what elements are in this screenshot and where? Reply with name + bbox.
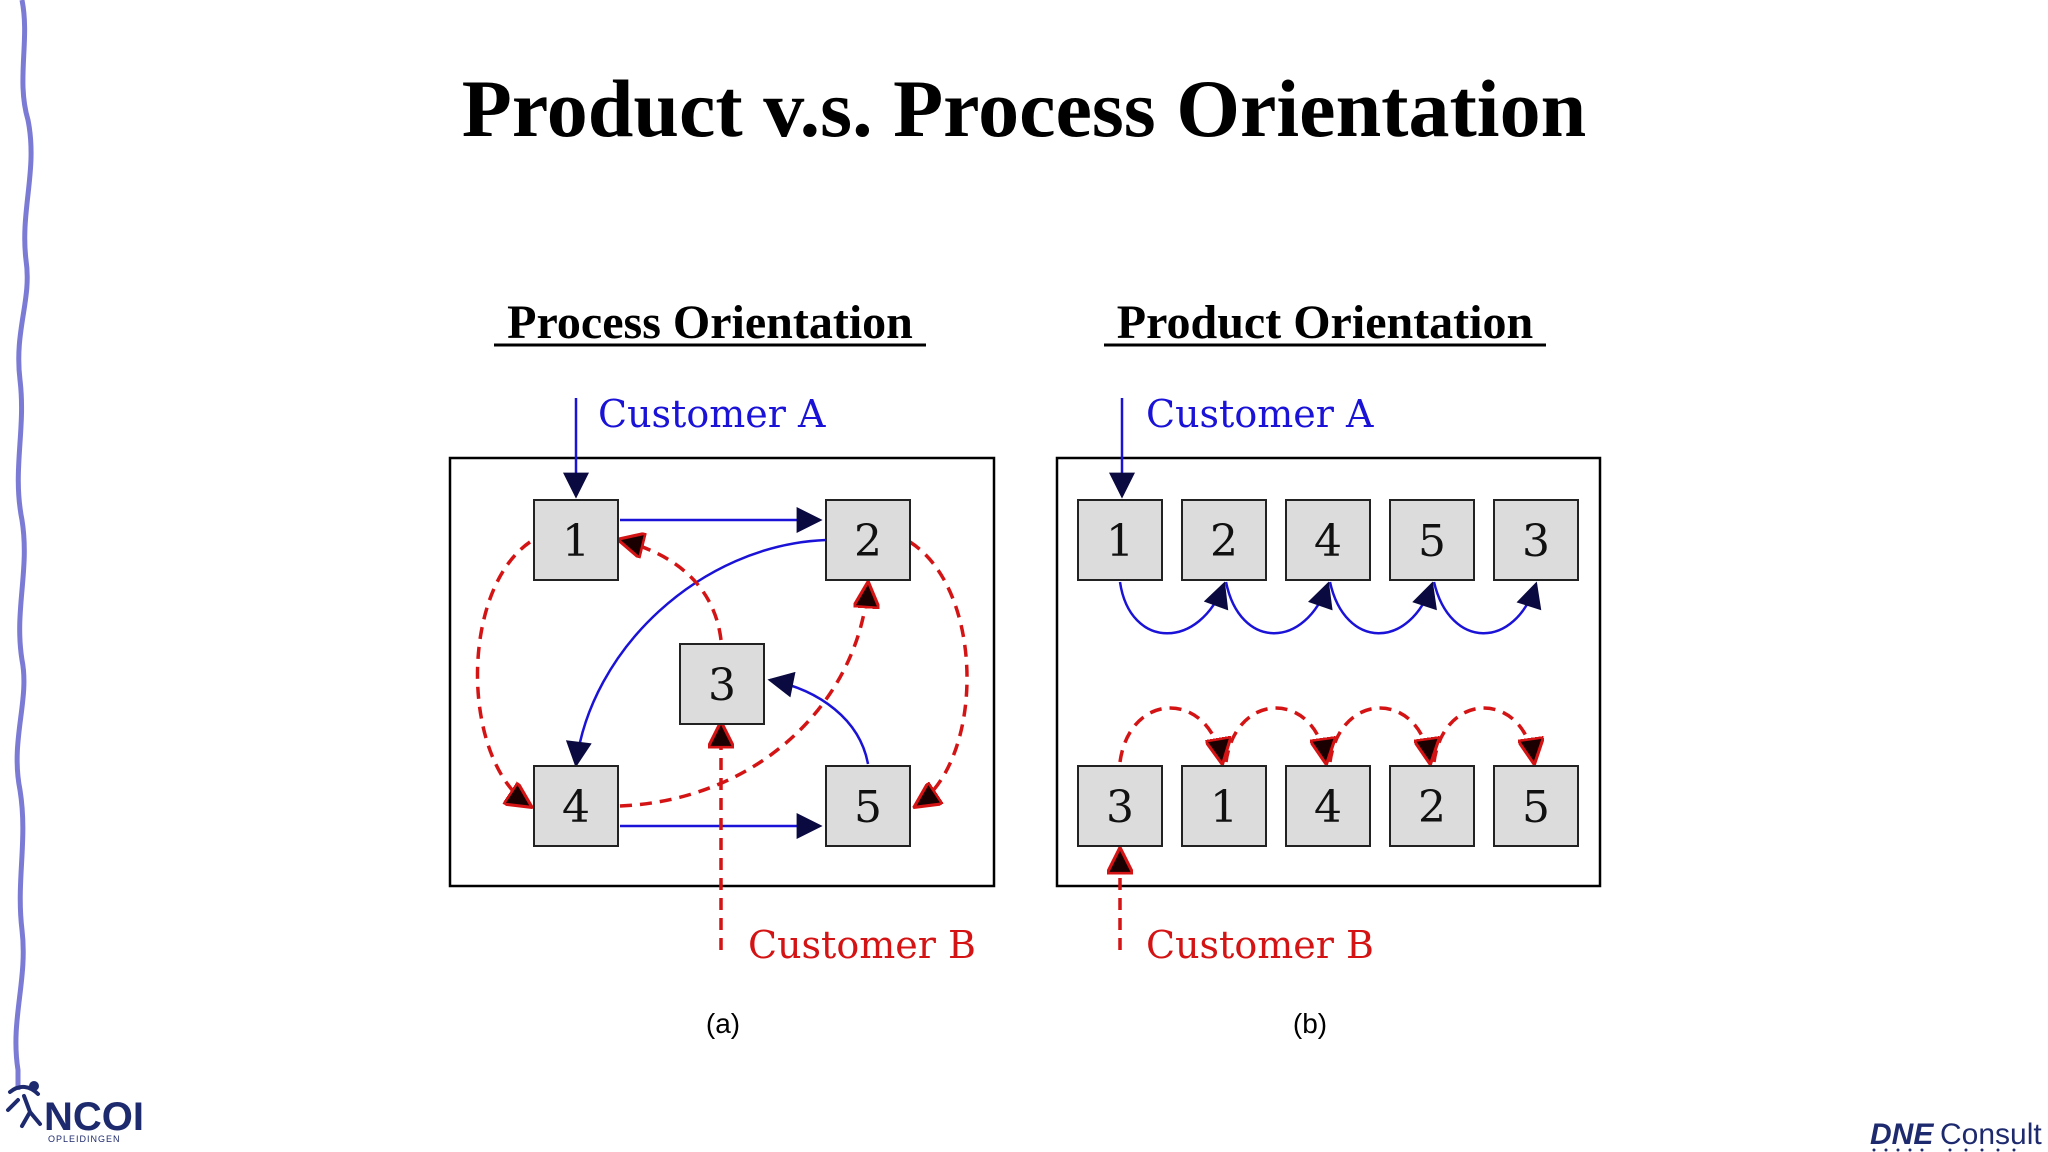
product-row-b-box-3-label: 4 [1314, 782, 1342, 833]
product-row-b-box-3: 4 [1285, 765, 1371, 847]
slide-title: Product v.s. Process Orientation [461, 63, 1587, 154]
process-customer-a-label: Customer A [598, 392, 826, 436]
process-box-3-label: 3 [708, 660, 736, 711]
product-flow-b-4 [1432, 706, 1534, 762]
product-row-a-box-2: 2 [1181, 499, 1267, 581]
product-row-b-box-2: 1 [1181, 765, 1267, 847]
product-row-a-box-4: 5 [1389, 499, 1475, 581]
product-flow-a-4 [1432, 581, 1542, 635]
process-caption: (a) [706, 1008, 740, 1039]
decorative-wavy-line [13, 0, 34, 1090]
product-orientation-heading: Product Orientation [1117, 296, 1533, 349]
dne-dots-icon [1872, 1148, 2016, 1152]
process-flow-1-to-4 [475, 540, 531, 806]
ncoi-logo: NCOI OPLEIDINGEN [6, 1081, 144, 1144]
process-customer-b-label: Customer B [748, 923, 976, 967]
product-caption: (b) [1293, 1008, 1327, 1039]
dne-logo-text: DNE [1870, 1118, 1934, 1151]
product-customer-b-label: Customer B [1146, 923, 1374, 967]
ncoi-logo-text: NCOI [44, 1095, 144, 1139]
product-frame [1055, 456, 1602, 888]
product-row-a-box-5-label: 3 [1522, 516, 1550, 567]
product-row-a-box-3: 4 [1285, 499, 1371, 581]
product-row-b-box-4: 2 [1389, 765, 1475, 847]
process-box-4: 4 [533, 765, 619, 847]
runner-figure-icon [6, 1085, 42, 1128]
product-row-b-box-5: 5 [1493, 765, 1579, 847]
product-row-a-box-2-label: 2 [1210, 516, 1238, 567]
product-row-b-box-1-label: 3 [1106, 782, 1134, 833]
dne-consult-logo: DNE Consult [1870, 1118, 2042, 1152]
product-customer-a-label: Customer A [1146, 392, 1374, 436]
product-flow-a-1 [1118, 581, 1229, 635]
process-flow-5-to-3 [767, 671, 870, 765]
product-row-a-box-1: 1 [1077, 499, 1163, 581]
product-row-a-box-4-label: 5 [1418, 516, 1446, 567]
product-row-b-box-4-label: 2 [1418, 782, 1446, 833]
product-flow-a-2 [1224, 581, 1333, 635]
process-box-1: 1 [533, 499, 619, 581]
product-row-b-box-1: 3 [1077, 765, 1163, 847]
ncoi-logo-subtext: OPLEIDINGEN [48, 1134, 121, 1144]
process-box-2: 2 [825, 499, 911, 581]
process-orientation-heading: Process Orientation [507, 296, 913, 349]
process-flow-2-to-5 [909, 540, 969, 806]
product-flow-b-2 [1224, 706, 1326, 762]
product-row-a-box-5: 3 [1493, 499, 1579, 581]
product-row-a-box-3-label: 4 [1314, 516, 1342, 567]
process-flow-2-to-4 [565, 538, 827, 768]
process-box-2-label: 2 [854, 516, 882, 567]
product-flow-a-3 [1328, 581, 1437, 635]
process-box-5: 5 [825, 765, 911, 847]
process-box-3: 3 [679, 643, 765, 725]
process-flow-4-to-2 [619, 584, 868, 808]
product-row-b-box-2-label: 1 [1210, 782, 1238, 833]
process-box-4-label: 4 [562, 782, 590, 833]
process-box-5-label: 5 [854, 782, 882, 833]
consult-logo-text: Consult [1940, 1118, 2042, 1151]
product-flow-b-3 [1328, 706, 1430, 762]
product-flow-b-1 [1118, 706, 1222, 762]
process-box-1-label: 1 [562, 516, 590, 567]
product-row-a-box-1-label: 1 [1106, 516, 1134, 567]
runner-head-icon [29, 1081, 39, 1091]
process-flow-3-to-1 [620, 540, 723, 641]
product-row-b-box-5-label: 5 [1522, 782, 1550, 833]
